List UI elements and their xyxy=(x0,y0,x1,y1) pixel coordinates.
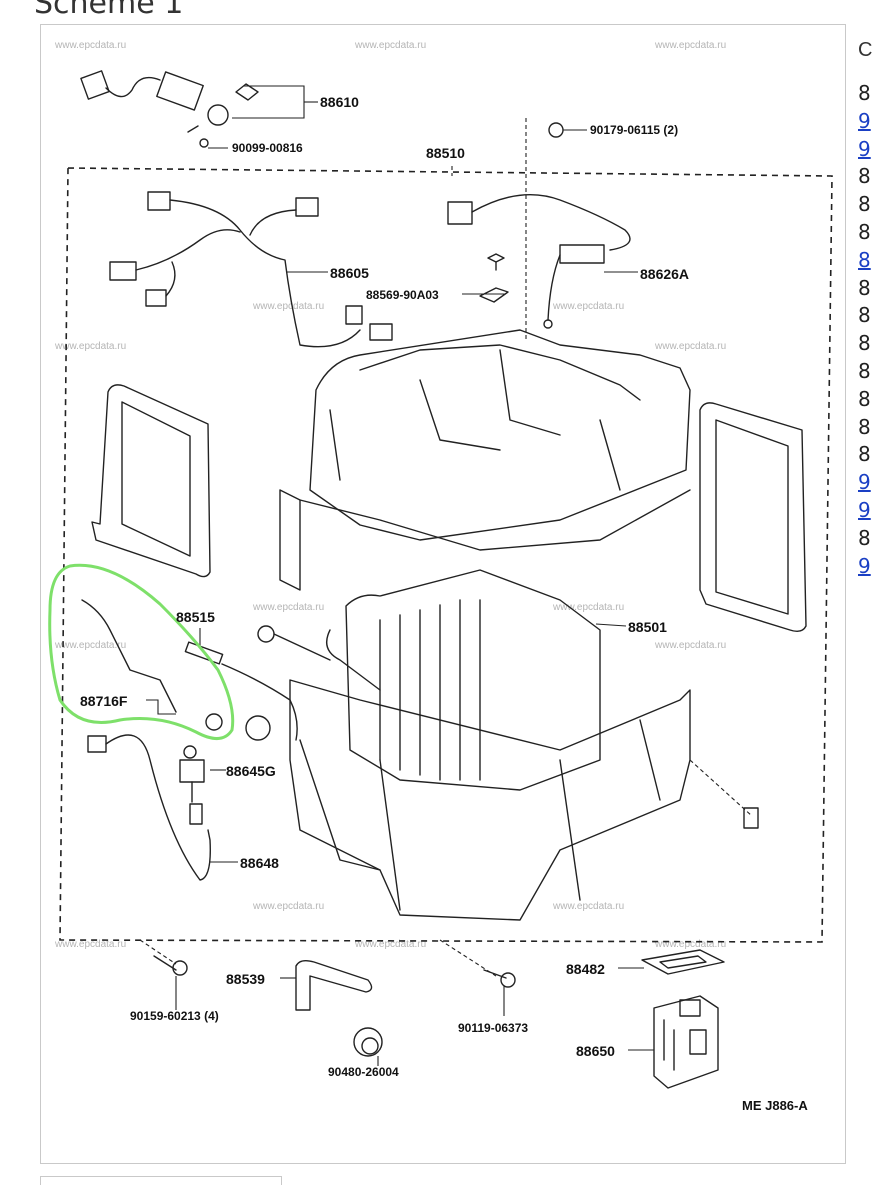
parts-list-cell: 8 xyxy=(858,164,871,189)
highlight-annotation xyxy=(48,563,235,740)
part-label-88482[interactable]: 88482 xyxy=(566,961,605,977)
parts-list-link[interactable]: 9 xyxy=(858,108,871,133)
part-label-88539[interactable]: 88539 xyxy=(226,971,265,987)
switch-88645G-drawing xyxy=(179,745,205,825)
evaporator-88501-drawing xyxy=(257,569,601,791)
watermark: www.epcdata.ru xyxy=(54,640,126,651)
part-label-90119-06373[interactable]: 90119-06373 xyxy=(458,1021,528,1035)
harness-88648-drawing xyxy=(87,734,211,881)
hose-88539-drawing xyxy=(295,959,373,1011)
part-label-88510[interactable]: 88510 xyxy=(426,145,465,161)
watermark: www.epcdata.ru xyxy=(654,939,726,950)
parts-list-cell: 8 xyxy=(858,442,871,467)
watermark: www.epcdata.ru xyxy=(552,301,624,312)
part-label-90159-60213[interactable]: 90159-60213 (4) xyxy=(130,1009,219,1023)
watermark: www.epcdata.ru xyxy=(552,602,624,613)
parts-list-cell: 8 xyxy=(858,414,871,439)
parts-list-cell: 8 xyxy=(858,331,871,356)
parts-list-link[interactable]: 9 xyxy=(858,553,871,578)
parts-list-cell: 8 xyxy=(858,275,871,300)
clip-88569-drawing xyxy=(479,253,509,303)
part-label-90480-26004[interactable]: 90480-26004 xyxy=(328,1065,399,1079)
thermistor-88515-drawing xyxy=(184,641,298,741)
part-label-88716F[interactable]: 88716F xyxy=(80,693,128,709)
part-label-90099-00816[interactable]: 90099-00816 xyxy=(232,141,303,155)
watermark: www.epcdata.ru xyxy=(54,341,126,352)
watermark: www.epcdata.ru xyxy=(552,901,624,912)
leader-lines xyxy=(139,85,753,1066)
seal-right-drawing xyxy=(699,402,807,633)
parts-list-link[interactable]: 8 xyxy=(858,247,871,272)
parts-list-cell: 8 xyxy=(858,303,871,328)
watermark: www.epcdata.ru xyxy=(354,939,426,950)
parts-list-header: C xyxy=(858,39,872,61)
switch-88610-drawing xyxy=(80,70,259,148)
part-labels: 88610 90099-00816 90179-06115 (2) 88510 … xyxy=(80,94,808,1113)
watermark: www.epcdata.ru xyxy=(654,341,726,352)
parts-list-link[interactable]: 9 xyxy=(858,136,871,161)
parts-list-link[interactable]: 9 xyxy=(858,497,871,522)
cap-90480-drawing xyxy=(353,1027,383,1057)
harness-88626A-drawing xyxy=(447,194,631,329)
watermark: www.epcdata.ru xyxy=(354,40,426,51)
part-label-88605[interactable]: 88605 xyxy=(330,265,369,281)
part-label-88569-90A03[interactable]: 88569-90A03 xyxy=(366,288,439,302)
part-label-90179-06115[interactable]: 90179-06115 (2) xyxy=(590,123,678,137)
parts-list-link[interactable]: 9 xyxy=(858,470,871,495)
parts-list-cell: 8 xyxy=(858,192,871,217)
page-heading: Scheme 1 xyxy=(34,0,184,21)
seal-left-drawing xyxy=(91,384,211,578)
lower-case-drawing xyxy=(289,679,759,921)
bolt-90179-drawing xyxy=(548,122,564,138)
watermark: www.epcdata.ru xyxy=(252,901,324,912)
part-label-88501[interactable]: 88501 xyxy=(628,619,667,635)
diagram-frame xyxy=(40,24,846,1164)
diagram-code: ME J886-A xyxy=(742,1098,808,1113)
harness-88605-drawing xyxy=(109,191,393,348)
watermark: www.epcdata.ru xyxy=(654,640,726,651)
upper-case-drawing xyxy=(279,329,691,591)
watermark: www.epcdata.ru xyxy=(54,40,126,51)
part-label-88626A[interactable]: 88626A xyxy=(640,266,689,282)
watermark: www.epcdata.ru xyxy=(252,301,324,312)
parts-list-cell: 8 xyxy=(858,386,871,411)
parts-list-cell: 8 xyxy=(858,219,871,244)
gasket-88482-drawing xyxy=(641,949,725,975)
part-label-88650[interactable]: 88650 xyxy=(576,1043,615,1059)
amplifier-88650-drawing xyxy=(653,995,719,1089)
assembly-boundary xyxy=(59,167,833,943)
watermarks: www.epcdata.ru www.epcdata.ru www.epcdat… xyxy=(54,40,726,950)
bolt-90159-drawing xyxy=(153,955,188,976)
watermark: www.epcdata.ru xyxy=(54,939,126,950)
watermark: www.epcdata.ru xyxy=(252,602,324,613)
bolt-90119-drawing xyxy=(483,969,516,988)
parts-list-cell: 8 xyxy=(858,358,871,383)
part-label-88515[interactable]: 88515 xyxy=(176,609,215,625)
part-label-88645G[interactable]: 88645G xyxy=(226,763,276,779)
watermark: www.epcdata.ru xyxy=(654,40,726,51)
part-label-88610[interactable]: 88610 xyxy=(320,94,359,110)
part-label-88648[interactable]: 88648 xyxy=(240,855,279,871)
parts-list-cell: 8 xyxy=(858,525,871,550)
pipe-88716F-drawing xyxy=(81,599,177,713)
parts-list-cell: 8 xyxy=(858,81,871,105)
